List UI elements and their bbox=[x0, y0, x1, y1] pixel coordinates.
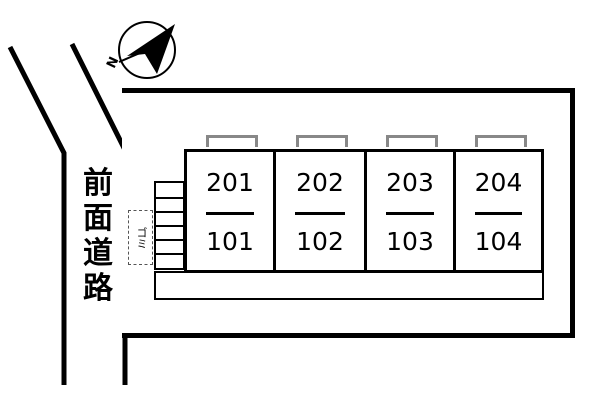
unit-upper-number: 203 bbox=[386, 168, 434, 197]
garbage-area-label: ゴミ bbox=[128, 210, 153, 265]
stair-step bbox=[156, 225, 183, 227]
unit-divider bbox=[474, 212, 523, 215]
unit-upper-number: 204 bbox=[474, 168, 523, 197]
balcony bbox=[386, 135, 438, 147]
unit-lower-number: 103 bbox=[386, 227, 434, 256]
stair-step bbox=[156, 211, 183, 213]
unit-divider bbox=[385, 212, 435, 215]
unit-upper-number: 202 bbox=[296, 168, 344, 197]
balcony bbox=[206, 135, 258, 147]
stair-step bbox=[156, 253, 183, 255]
unit-203-103: 203 103 bbox=[364, 149, 456, 273]
balcony bbox=[475, 135, 527, 147]
stair-step bbox=[156, 197, 183, 199]
road-edge-left bbox=[7, 45, 67, 385]
stair-step bbox=[156, 239, 183, 241]
unit-202-102: 202 102 bbox=[273, 149, 367, 273]
unit-lower-number: 101 bbox=[206, 227, 254, 256]
staircase bbox=[154, 181, 185, 270]
walkway bbox=[154, 271, 544, 300]
unit-upper-number: 201 bbox=[206, 168, 254, 197]
north-arrow-icon: N bbox=[105, 21, 176, 79]
unit-divider bbox=[205, 212, 255, 215]
unit-204-104: 204 104 bbox=[453, 149, 544, 273]
unit-lower-number: 102 bbox=[296, 227, 344, 256]
unit-lower-number: 104 bbox=[474, 227, 523, 256]
unit-201-101: 201 101 bbox=[184, 149, 276, 273]
unit-divider bbox=[295, 212, 345, 215]
road-label: 前面道路 bbox=[83, 166, 113, 306]
balcony bbox=[296, 135, 348, 147]
